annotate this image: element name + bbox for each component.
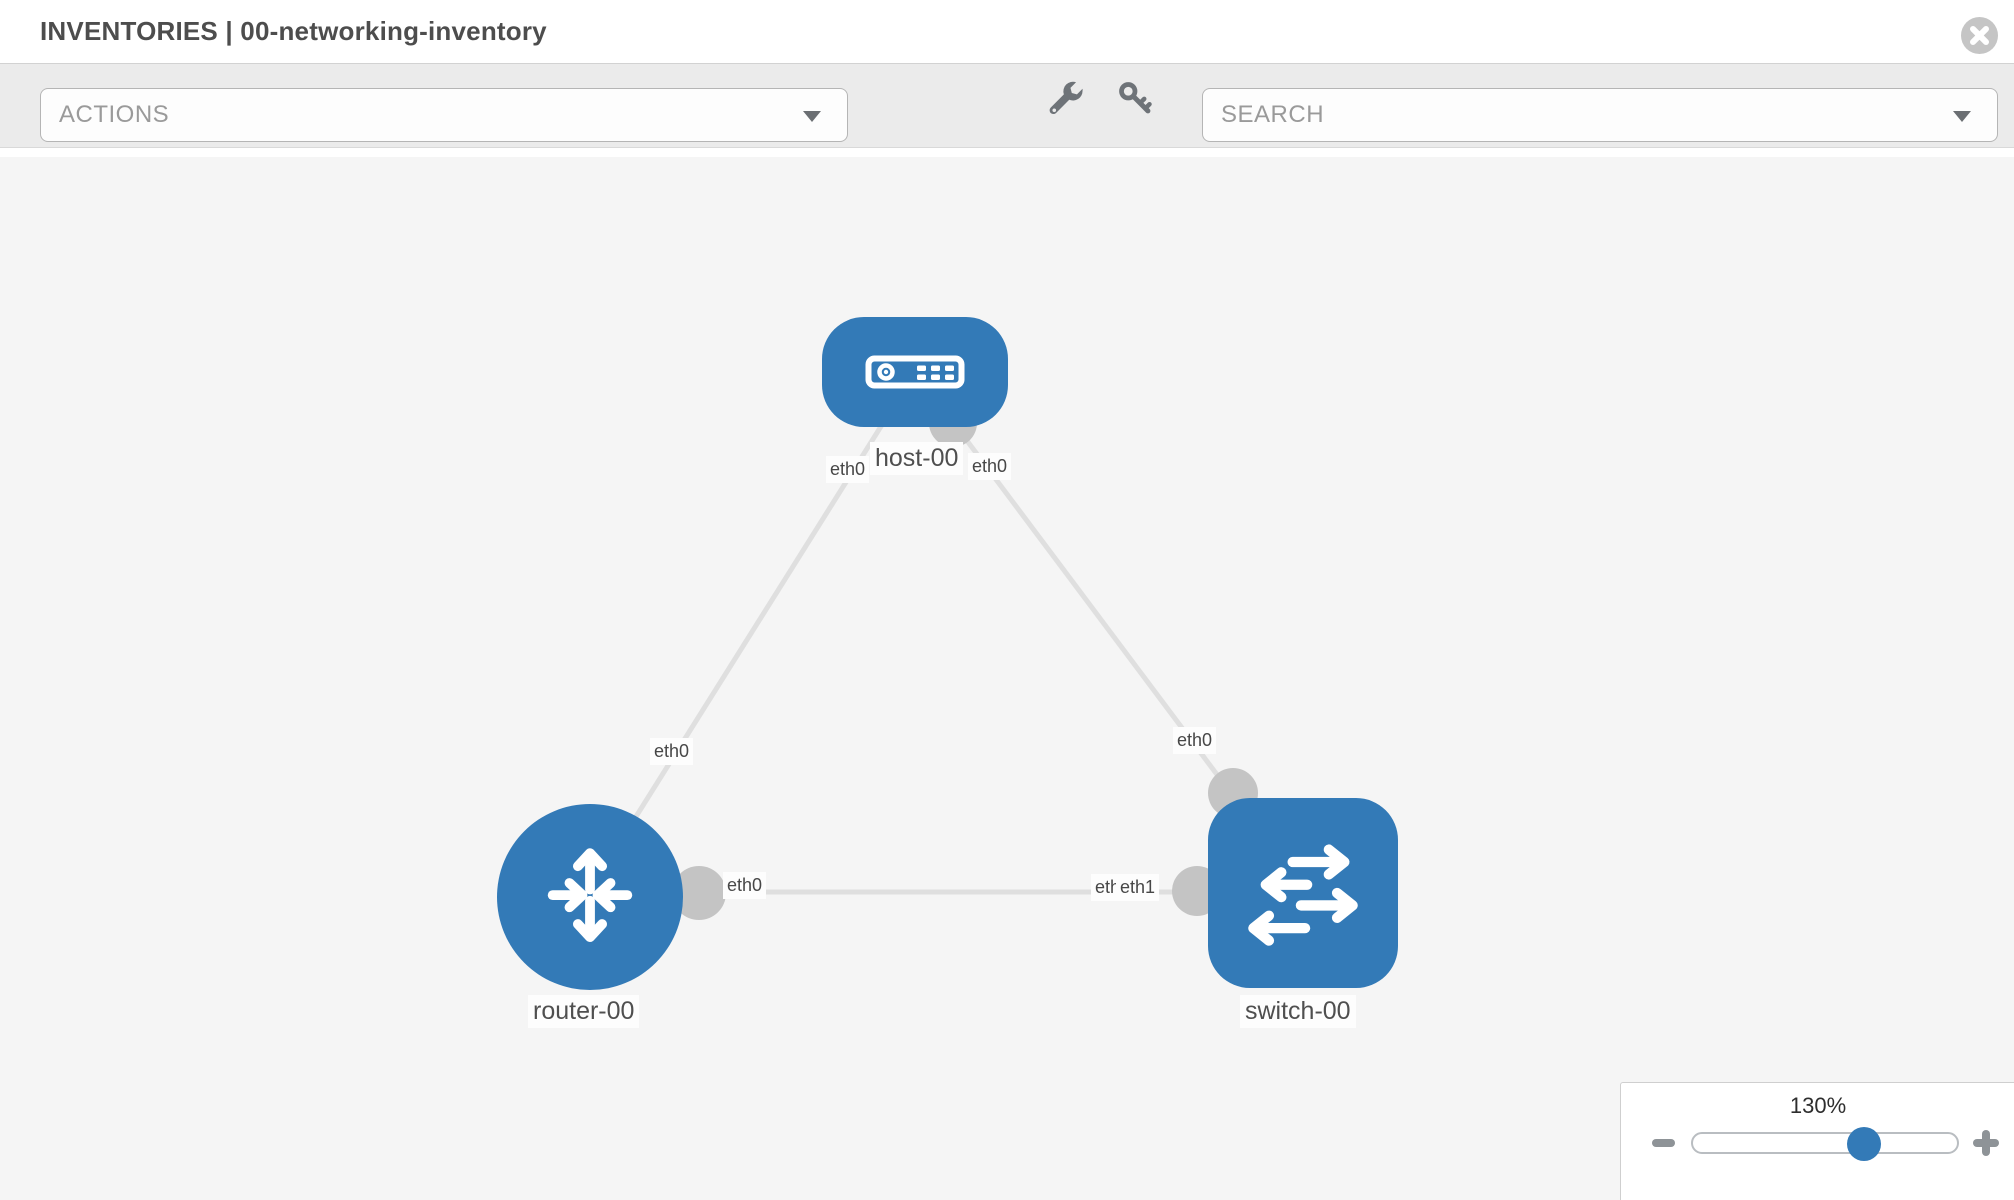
zoom-slider[interactable] [1691,1132,1959,1154]
close-icon[interactable] [1961,17,1998,54]
zoom-out-button[interactable] [1652,1139,1675,1147]
page-title: INVENTORIES | 00-networking-inventory [40,16,547,46]
iface-label-switch-eth1: eth1 [1116,874,1160,901]
iface-label-router-eth0: eth0 [723,872,767,899]
link-host-router [607,418,888,860]
close-x-glyph [1970,26,1989,45]
wrench-icon[interactable] [1048,78,1086,121]
page-header: INVENTORIES | 00-networking-inventory [0,0,2014,63]
iface-label-switch-eth0-uplink: eth0 [1173,727,1217,754]
chevron-down-icon [1953,111,1971,122]
iface-label-host-eth0-right: eth0 [968,453,1012,480]
node-host-00[interactable] [822,317,1008,427]
toolbar: ACTIONS SEARCH [0,63,2014,148]
zoom-slider-handle[interactable] [1847,1127,1881,1161]
search-dropdown-label: SEARCH [1221,101,1325,128]
actions-dropdown-label: ACTIONS [59,101,170,128]
iface-label-router-eth0-uplink: eth0 [650,738,694,765]
iface-label-host-eth0-left: eth0 [826,456,870,483]
node-label-router: router-00 [528,995,640,1029]
zoom-panel: 130% [1620,1082,2014,1200]
node-label-switch: switch-00 [1240,995,1356,1029]
server-icon [865,355,965,389]
node-switch-00[interactable] [1208,798,1398,988]
switch-arrows-icon [1248,844,1358,946]
chevron-down-icon [803,111,821,122]
actions-dropdown[interactable]: ACTIONS [40,88,848,142]
topology-canvas[interactable] [0,157,2014,1200]
node-router-00[interactable] [497,804,683,990]
zoom-level-value: 130% [1789,1093,1847,1118]
search-dropdown[interactable]: SEARCH [1202,88,1998,142]
router-arrows-icon [547,848,633,943]
zoom-in-button[interactable] [1973,1130,1999,1156]
node-label-host: host-00 [870,442,964,476]
key-icon[interactable] [1117,80,1153,121]
